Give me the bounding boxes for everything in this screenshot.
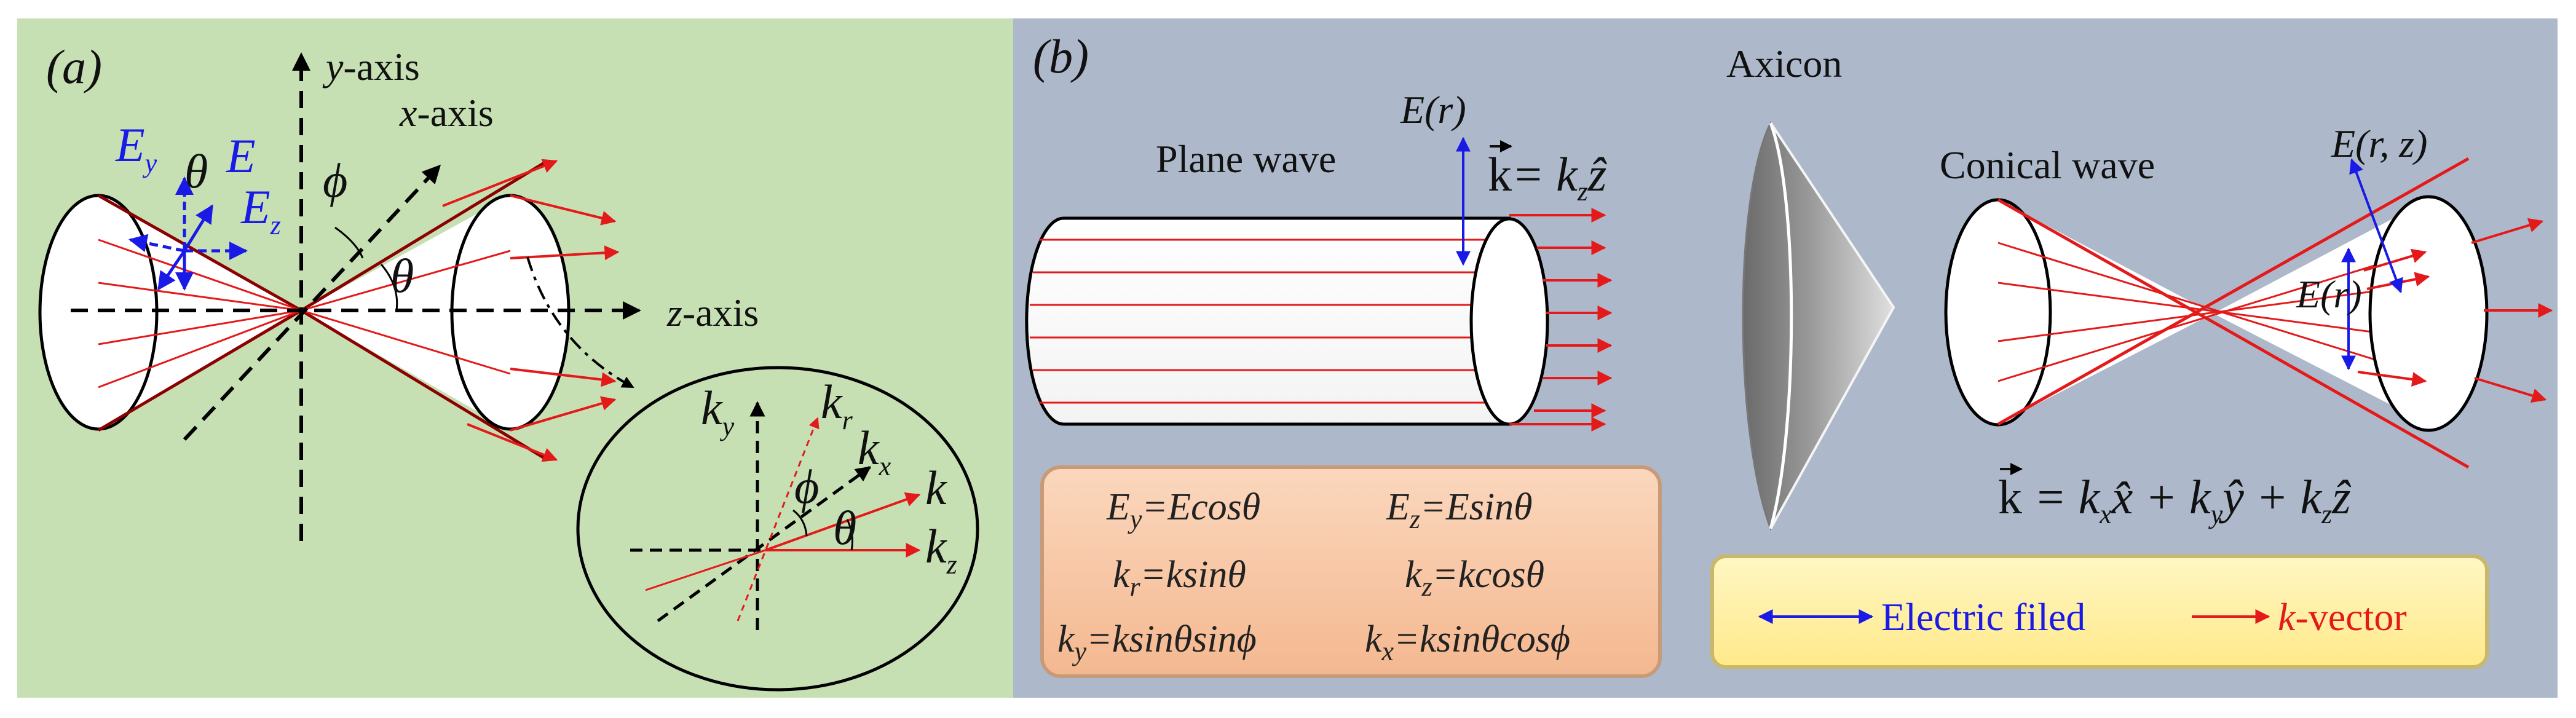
inset-k: k	[925, 461, 947, 515]
conical-wave-label: Conical wave	[1940, 143, 2155, 187]
inset-k-x: kx	[858, 421, 891, 481]
equations-box: Ey=Ecosθ Ez=Esinθ kr=ksinθ kz=kcosθ ky=k…	[1040, 465, 1662, 678]
e-z-label: Ez	[240, 180, 281, 240]
eq-ky: ky=ksinθsinϕ	[1057, 618, 1257, 666]
eq-ez: Ez=Esinθ	[1386, 486, 1533, 534]
plane-wave-label: Plane wave	[1156, 137, 1336, 181]
z-axis-label: z-axis	[666, 291, 759, 334]
x-axis-line	[183, 164, 441, 441]
conical-e-rz-label: E(r, z)	[2331, 122, 2427, 165]
plane-wave-end-cap	[1469, 217, 1549, 426]
eq-ey: Ey=Ecosθ	[1106, 486, 1260, 534]
eq-kz: kz=kcosθ	[1405, 554, 1544, 602]
panel-a-axes: y-axis x-axis z-axis ϕ θ	[71, 45, 759, 541]
conical-e-r-label: E(r)	[2296, 272, 2362, 316]
conical-right-base	[2368, 195, 2489, 432]
plane-k-equation: k= kzẑ	[1488, 148, 1607, 207]
plane-e-r-label: E(r)	[1400, 88, 1466, 132]
e-label: E	[226, 129, 256, 183]
x-axis-label: x-axis	[399, 91, 494, 135]
plane-wave-rays	[1030, 239, 1509, 404]
e-theta-label: θ	[184, 144, 208, 198]
legend-box: Electric filed k-vector	[1710, 554, 2489, 669]
theta-label: θ	[390, 249, 414, 302]
inset-ellipse	[576, 366, 979, 692]
panel-b: (b) P	[1013, 18, 2558, 698]
inset-theta: θ	[833, 501, 856, 554]
inset-k-r: kr	[821, 375, 853, 435]
inset-k-z: kz	[925, 519, 957, 580]
panel-a: (a)	[17, 18, 1013, 698]
plane-wave-cylinder	[1025, 136, 1613, 432]
panel-a-tag: (a)	[46, 40, 102, 93]
panel-b-tag: (b)	[1033, 30, 1089, 83]
conical-left-base	[1944, 198, 2052, 427]
y-axis-label: y-axis	[322, 45, 420, 89]
phi-label: ϕ	[323, 154, 347, 207]
conical-k-equation: k = kxx̂ + kyŷ + kzẑ	[1998, 470, 2351, 529]
eq-kx: kx=ksinθcosϕ	[1365, 618, 1570, 666]
inset-phi: ϕ	[794, 460, 819, 513]
axicon-label: Axicon	[1726, 42, 1842, 85]
e-field-vectors: Ey θ E Ez	[115, 118, 281, 291]
plane-wave-k-arrows	[1509, 208, 1613, 432]
legend-electric-label: Electric filed	[1881, 595, 2085, 639]
legend-kvector-label: k-vector	[2278, 595, 2407, 639]
eq-kr: kr=ksinθ	[1113, 554, 1246, 602]
axicon	[1742, 121, 1895, 531]
e-y-label: Ey	[115, 118, 157, 178]
conical-wave	[1944, 157, 2553, 469]
k-vector-inset: ky kr kx k kz ϕ θ	[576, 366, 979, 692]
inset-k-y: ky	[701, 381, 735, 441]
